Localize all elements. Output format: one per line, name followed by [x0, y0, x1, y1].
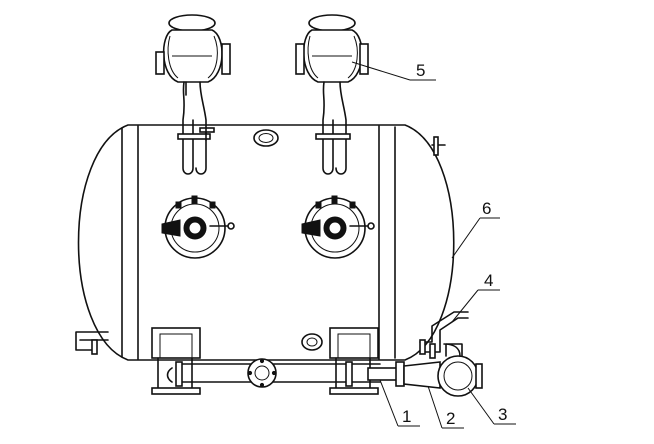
callout-4: 4: [484, 271, 493, 290]
valve-body: [403, 361, 441, 389]
left-saddle: [151, 327, 201, 395]
right-outlet-piping: [419, 311, 469, 359]
top-inspection-port: [253, 129, 279, 147]
right-saddle: [329, 327, 379, 395]
left-riser-assembly: [155, 14, 231, 175]
callout-2: 2: [446, 409, 455, 428]
left-drain-pipe: [75, 331, 109, 355]
bottom-manifold-pipe: [166, 358, 399, 388]
right-riser-assembly: [295, 14, 369, 175]
right-manhole: [301, 195, 375, 259]
left-manhole: [161, 195, 235, 259]
left-valve-cap: [168, 14, 216, 32]
tank-shell: [77, 124, 455, 361]
right-vent-nozzle: [431, 136, 446, 156]
callout-labels: 5 6 4 1 2 3: [402, 61, 507, 428]
leader-lines: [351, 61, 516, 429]
callout-3: 3: [498, 405, 507, 424]
callout-5: 5: [416, 61, 425, 80]
lower-inspection-port: [301, 333, 323, 351]
pump-assembly: [395, 343, 483, 397]
right-valve-cap: [308, 14, 356, 32]
callout-1: 1: [402, 407, 411, 426]
tank-body: [77, 124, 455, 361]
callout-6: 6: [482, 199, 491, 218]
